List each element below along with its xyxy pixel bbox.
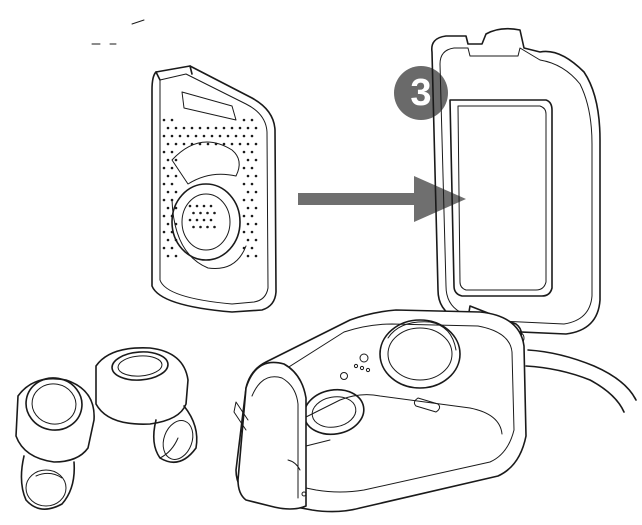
stray-marks [91,19,145,45]
open-charging-case-icon [233,27,637,513]
step-number-badge: 3 [394,66,448,120]
direction-arrow-icon [298,176,466,222]
earbuds-pair-icon [15,347,198,510]
case-insert-tray-icon [151,65,277,313]
